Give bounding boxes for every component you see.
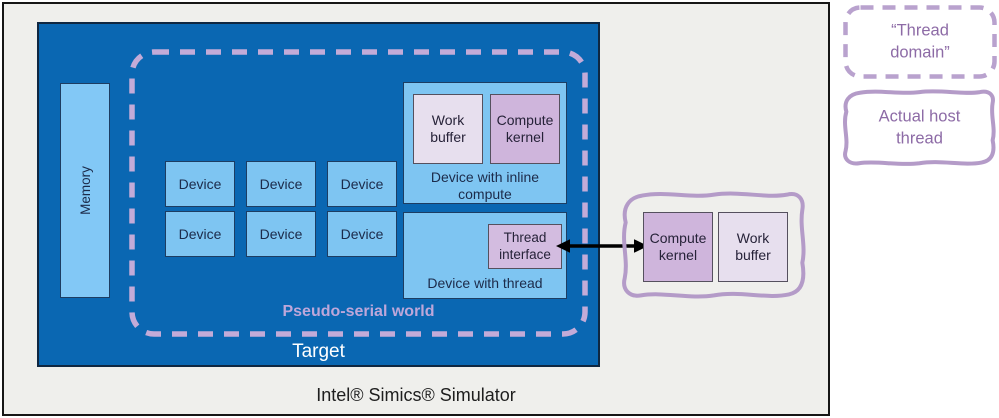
actual-host-thread-wavy-border <box>840 86 999 170</box>
thread-domain-label: “Thread domain” <box>890 21 950 62</box>
host-compute-kernel-box: Compute kernel <box>643 212 713 282</box>
pseudo-serial-world-label: Pseudo-serial world <box>282 303 435 320</box>
device-box: Device <box>165 211 235 257</box>
device-box: Device <box>246 161 316 207</box>
host-thread-box: Compute kernel Work buffer <box>618 186 810 305</box>
device-with-thread-box: Thread interface Device with thread <box>403 212 567 299</box>
work-buffer-box: Work buffer <box>413 94 483 164</box>
compute-kernel-box: Compute kernel <box>490 94 560 164</box>
thread-domain-dashed-border <box>843 5 997 79</box>
device-box: Device <box>327 161 397 207</box>
thread-interface-box: Thread interface <box>488 224 562 269</box>
legend-actual-host-thread: Actual host thread <box>840 86 999 170</box>
target-label: Target <box>292 341 345 362</box>
device-with-inline-compute-label: Device with inline compute <box>430 169 540 203</box>
device-box: Device <box>246 211 316 257</box>
device-box: Device <box>327 211 397 257</box>
host-thread-wavy-border <box>618 186 810 305</box>
host-work-buffer-box: Work buffer <box>718 212 788 282</box>
memory-label: Memory <box>77 166 93 215</box>
legend-thread-domain: “Thread domain” <box>841 3 999 81</box>
target-box: Memory Device Device Device Device Devic… <box>37 22 600 367</box>
actual-host-thread-label: Actual host thread <box>878 107 961 148</box>
simulator-title: Intel® Simics® Simulator <box>316 385 516 405</box>
memory-box: Memory <box>60 83 110 298</box>
device-with-thread-label: Device with thread <box>427 275 543 291</box>
simulator-panel: Memory Device Device Device Device Devic… <box>2 2 830 416</box>
device-box: Device <box>165 161 235 207</box>
device-with-inline-compute-box: Work buffer Compute kernel Device with i… <box>403 82 567 204</box>
pseudo-serial-world-dashed-border <box>129 49 588 337</box>
